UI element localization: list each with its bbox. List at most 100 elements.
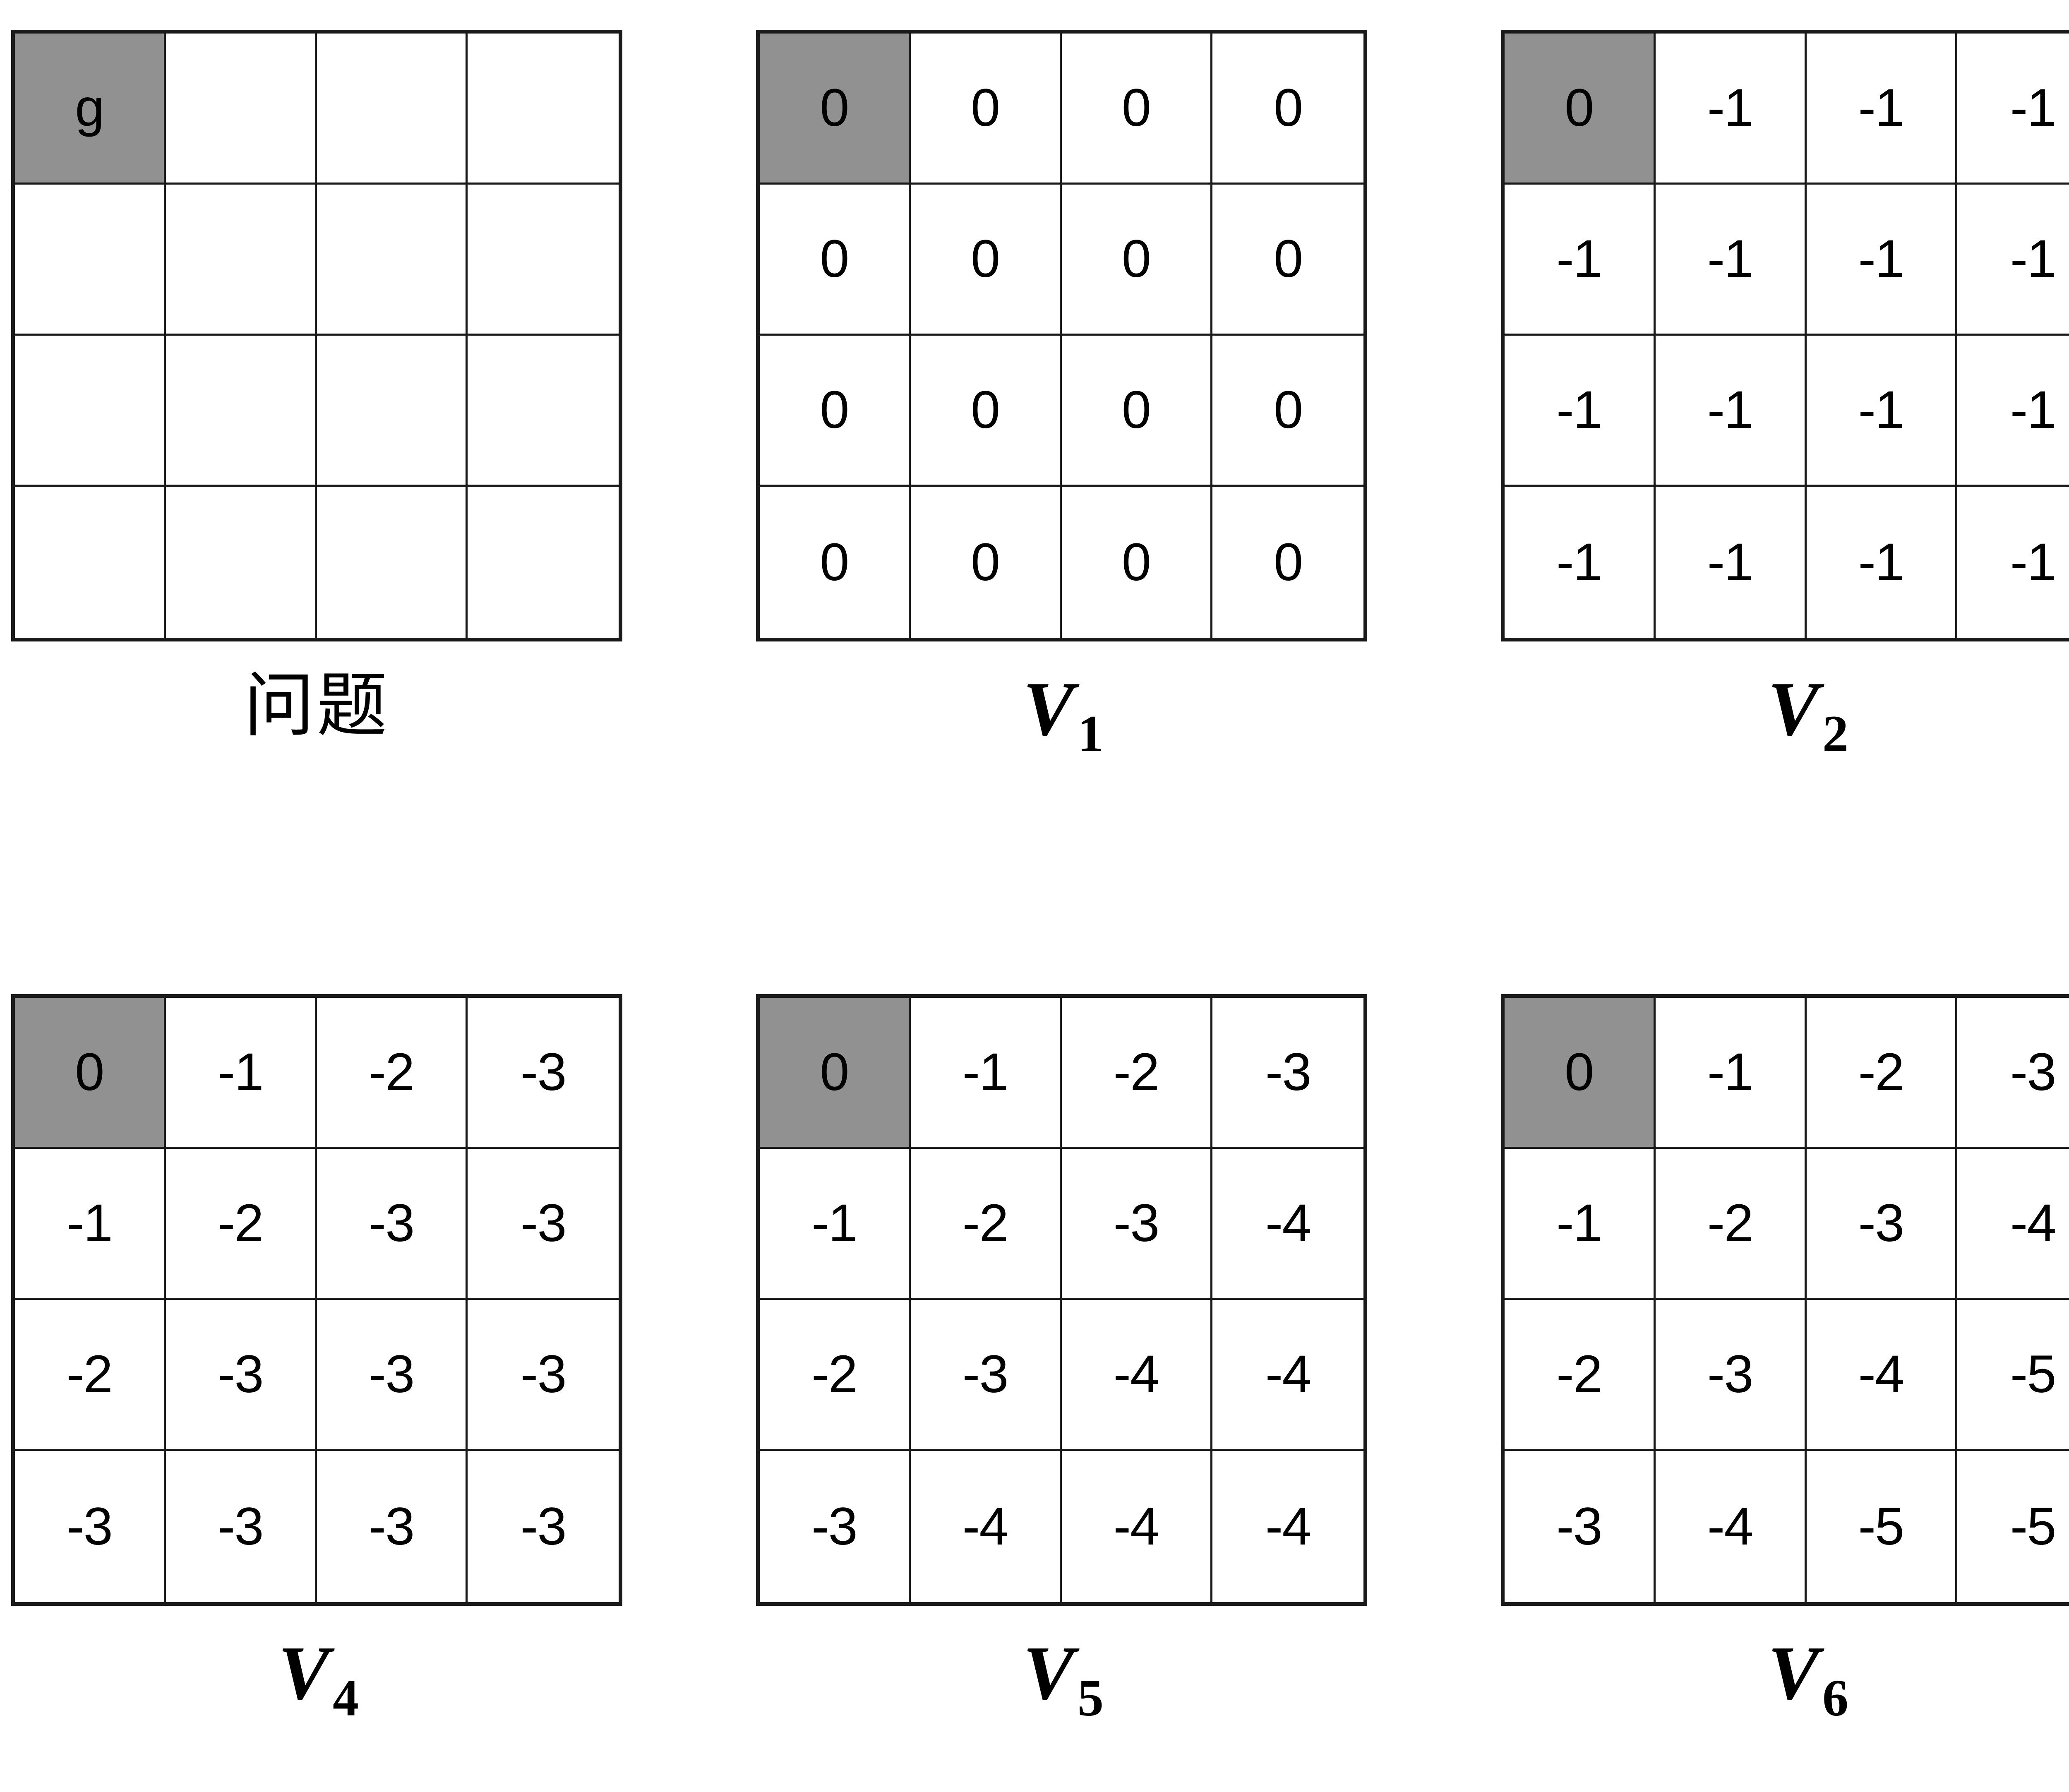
grid-cell: -1 (1957, 185, 2069, 336)
grid-cell: -1 (1957, 336, 2069, 487)
panel-label-subscript: 6 (1822, 1669, 1849, 1727)
value-grid-problem: g (11, 30, 622, 641)
grid-cell: -3 (760, 1451, 911, 1602)
grid-cell: -3 (468, 1451, 619, 1602)
grid-cell: -1 (166, 998, 317, 1149)
panel-label-v5: V5 (756, 1635, 1367, 1725)
grid-cell: -4 (1655, 1451, 1807, 1602)
grid-cell (468, 34, 619, 185)
grid-cell (468, 185, 619, 336)
grid-cell: -1 (1505, 1149, 1656, 1300)
value-grid-v2: 0-1-1-1-1-1-1-1-1-1-1-1-1-1-1-1 (1501, 30, 2069, 641)
grid-cell: g (15, 34, 166, 185)
grid-cell: -1 (1957, 34, 2069, 185)
grid-cell: -3 (1505, 1451, 1656, 1602)
grid-cell: -3 (166, 1300, 317, 1451)
panel-label-v6: V6 (1501, 1635, 2069, 1725)
grid-cell: -2 (1806, 998, 1958, 1149)
grid-cell: -4 (910, 1451, 1062, 1602)
grid-cell: -3 (1061, 1149, 1213, 1300)
grid-cell: -2 (317, 998, 468, 1149)
grid-cell: -2 (760, 1300, 911, 1451)
grid-cell: 0 (760, 487, 911, 638)
grid-cell: -4 (1212, 1149, 1363, 1300)
grid-cell (468, 487, 619, 638)
panel-label-v2: V2 (1501, 670, 2069, 760)
grid-cell: -3 (317, 1149, 468, 1300)
grid-cell: 0 (1212, 185, 1363, 336)
grid-cell: -5 (1957, 1300, 2069, 1451)
grid-cell: -1 (1655, 336, 1807, 487)
grid-cell: -1 (1655, 34, 1807, 185)
grid-cell: -1 (1505, 487, 1656, 638)
grid-cell: 0 (1505, 998, 1656, 1149)
grid-cell: 0 (1212, 34, 1363, 185)
grid-cell: 0 (1061, 185, 1213, 336)
grid-cell: -2 (1505, 1300, 1656, 1451)
grid-cell: -3 (1806, 1149, 1958, 1300)
grid-cell: -3 (1212, 998, 1363, 1149)
grid-cell: -4 (1212, 1300, 1363, 1451)
grid-cell: -4 (1061, 1300, 1213, 1451)
grid-cell: -3 (317, 1300, 468, 1451)
grid-cell: -1 (15, 1149, 166, 1300)
panel-label-text: V (1022, 666, 1075, 752)
grid-cell: 0 (1212, 487, 1363, 638)
panel-label-subscript: 2 (1822, 705, 1849, 763)
grid-cell (15, 336, 166, 487)
grid-cell: -3 (910, 1300, 1062, 1451)
value-grid-v6: 0-1-2-3-1-2-3-4-2-3-4-5-3-4-5-5 (1501, 994, 2069, 1606)
grid-cell: -4 (1957, 1149, 2069, 1300)
grid-cell: 0 (910, 185, 1062, 336)
grid-cell: 0 (760, 336, 911, 487)
panel-label-v4: V4 (11, 1635, 622, 1725)
grid-cell: -1 (1806, 34, 1958, 185)
grid-cell: -4 (1806, 1300, 1958, 1451)
grid-cell (317, 336, 468, 487)
grid-cell: -4 (1212, 1451, 1363, 1602)
grid-cell: 0 (1061, 487, 1213, 638)
grid-cell: -3 (15, 1451, 166, 1602)
grid-cell (166, 336, 317, 487)
grid-cell (468, 336, 619, 487)
grid-cell: -5 (1806, 1451, 1958, 1602)
grid-cell: 0 (760, 185, 911, 336)
grid-cell: -1 (1505, 336, 1656, 487)
panel-label-subscript: 5 (1078, 1669, 1104, 1727)
grid-cell: 0 (760, 34, 911, 185)
grid-cell (317, 487, 468, 638)
grid-cell: -1 (1957, 487, 2069, 638)
grid-cell: 0 (1505, 34, 1656, 185)
grid-cell: 0 (760, 998, 911, 1149)
panel-label-subscript: 4 (333, 1669, 359, 1727)
panel-label-v1: V1 (756, 670, 1367, 760)
grid-cell: -3 (317, 1451, 468, 1602)
grid-cell: -3 (1957, 998, 2069, 1149)
grid-cell (317, 185, 468, 336)
panel-label-text: V (1767, 1631, 1819, 1716)
grid-cell: -2 (166, 1149, 317, 1300)
grid-cell: -1 (1505, 185, 1656, 336)
grid-cell: -5 (1957, 1451, 2069, 1602)
grid-cell: 0 (910, 336, 1062, 487)
grid-cell: -3 (1655, 1300, 1807, 1451)
grid-cell (166, 34, 317, 185)
panel-label-text: V (1767, 666, 1819, 752)
grid-cell: -1 (1806, 185, 1958, 336)
grid-cell: -1 (760, 1149, 911, 1300)
grid-cell: 0 (1212, 336, 1363, 487)
value-grid-v5: 0-1-2-3-1-2-3-4-2-3-4-4-3-4-4-4 (756, 994, 1367, 1606)
grid-cell: -1 (910, 998, 1062, 1149)
grid-cell: -3 (468, 1300, 619, 1451)
panel-label-subscript: 1 (1078, 705, 1104, 763)
grid-cell: -1 (1806, 487, 1958, 638)
grid-cell: -2 (1061, 998, 1213, 1149)
panel-label-text: V (1022, 1631, 1075, 1716)
